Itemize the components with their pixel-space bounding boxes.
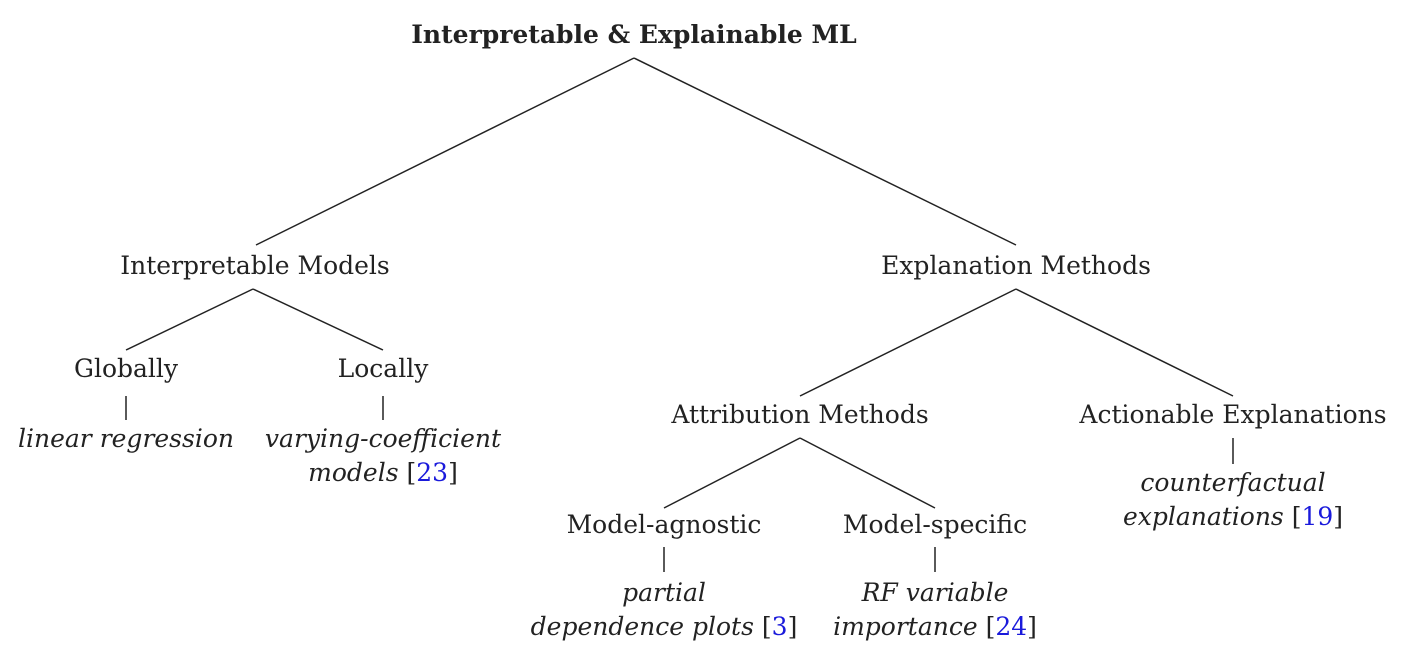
root-node: Interpretable & Explainable ML [411,20,857,49]
edge-interpretable-globally [125,288,254,351]
edge-explanation-attribution [799,288,1017,397]
model-specific-node: Model-specific [842,510,1028,539]
actionable-explanations-node: Actionable Explanations [1079,400,1387,429]
locally-example-line1: varying-coefficient [264,424,502,453]
citation-link[interactable]: [3] [761,612,798,641]
locally-example: varying-coefficient models [23] [265,422,501,490]
citation-link[interactable]: [23] [406,458,458,487]
actionable-example-line2: explanations [19] [1123,500,1343,534]
model-specific-example-line2: importance [24] [833,610,1037,644]
model-agnostic-example-line1: partial [622,578,706,607]
actionable-example-text: explanations [1122,502,1284,531]
citation-number[interactable]: 3 [771,612,788,641]
model-agnostic-example-text: dependence plots [530,612,754,641]
citation-link[interactable]: [19] [1291,502,1344,531]
model-agnostic-node: Model-agnostic [566,510,762,539]
citation-number[interactable]: 19 [1301,502,1334,531]
globally-example: linear regression [18,424,234,453]
interpretable-models-node: Interpretable Models [120,251,390,280]
locally-node: Locally [337,354,429,383]
model-specific-example: RF variable importance [24] [833,576,1037,644]
locally-example-line2: models [23] [265,456,501,490]
actionable-example-line1: counterfactual [1140,468,1326,497]
edge-attribution-agnostic [663,437,801,509]
citation-link[interactable]: [24] [985,612,1037,641]
model-specific-example-line1: RF variable [861,578,1009,607]
actionable-example: counterfactual explanations [19] [1123,466,1343,534]
attribution-methods-node: Attribution Methods [671,400,929,429]
edge-interpretable-locally [252,288,384,351]
explanation-methods-node: Explanation Methods [881,251,1151,280]
model-specific-example-text: importance [833,612,978,641]
edge-root-interpretable [255,57,635,246]
model-agnostic-example-line2: dependence plots [3] [531,610,798,644]
edge-root-explanation [633,57,1017,246]
edge-attribution-specific [799,437,936,509]
citation-number[interactable]: 23 [416,458,449,487]
citation-number[interactable]: 24 [995,612,1028,641]
model-agnostic-example: partial dependence plots [3] [531,576,798,644]
locally-example-text: models [308,458,399,487]
edge-explanation-actionable [1015,288,1234,397]
globally-node: Globally [73,354,179,383]
